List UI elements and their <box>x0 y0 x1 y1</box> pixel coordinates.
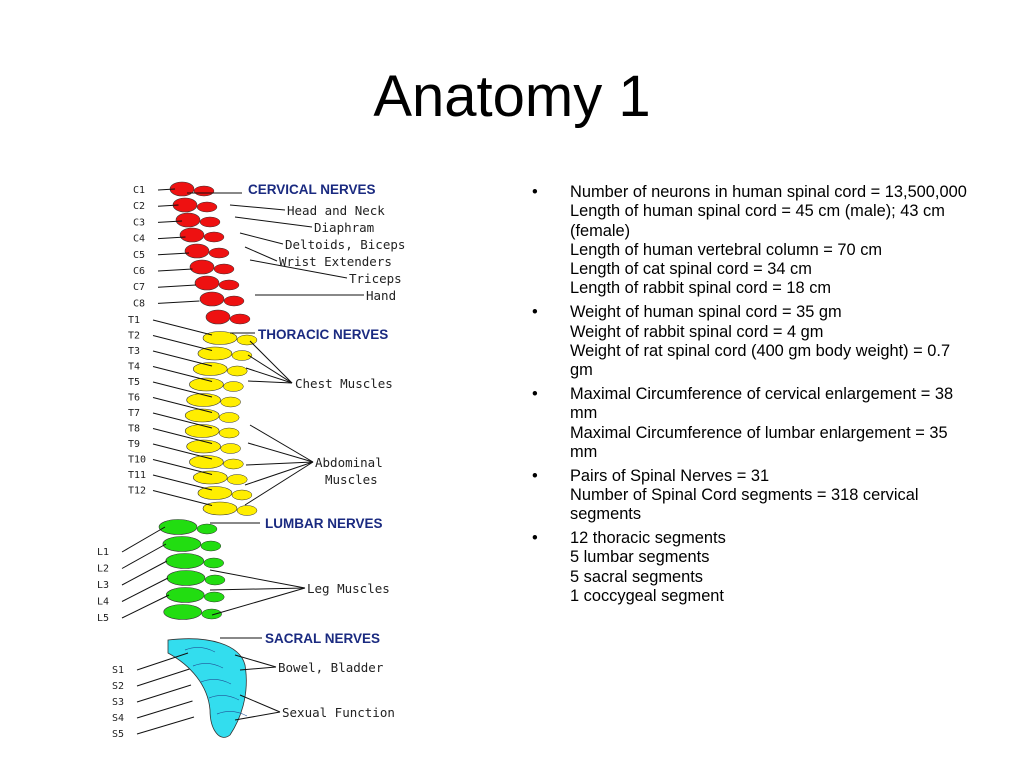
segment-label: L4 <box>97 597 109 608</box>
vertebra <box>186 393 241 408</box>
sacrum <box>167 638 247 738</box>
vertebra <box>175 212 221 228</box>
function-lines <box>209 204 364 721</box>
head-neck-label: Head and Neck <box>287 203 385 218</box>
diaphram-label: Diaphram <box>314 220 374 235</box>
fact-line: 5 sacral segments <box>570 567 704 586</box>
fact-line: Weight of human spinal cord = 35 gm <box>570 303 842 322</box>
segment-label: C5 <box>133 250 145 261</box>
vertebra <box>199 291 245 307</box>
segment-label: T10 <box>128 455 146 466</box>
fact-line: Length of human vertebral column = 70 cm <box>570 240 883 259</box>
segment-label: S2 <box>112 681 124 692</box>
segment-label: L2 <box>97 564 109 575</box>
segment-label: T8 <box>128 424 140 435</box>
segment-label: T4 <box>128 362 140 373</box>
fact-line: 1 coccygeal segment <box>570 586 724 605</box>
vertebra <box>162 536 222 552</box>
bowel-bladder-label: Bowel, Bladder <box>278 660 384 675</box>
fact-line: Number of Spinal Cord segments = 318 cer… <box>570 485 919 524</box>
fact-line: Maximal Circumference of cervical enlarg… <box>570 384 954 423</box>
vertebra <box>158 519 218 535</box>
segment-label: C4 <box>133 234 145 245</box>
fact-line: Pairs of Spinal Nerves = 31 <box>570 466 770 485</box>
muscles-label: Muscles <box>325 472 378 487</box>
sacral-nerves-label: SACRAL NERVES <box>265 631 380 646</box>
vertebra <box>172 197 218 213</box>
segment-label: S4 <box>112 713 124 724</box>
segment-label: C6 <box>133 266 145 277</box>
fact-line: Length of cat spinal cord = 34 cm <box>570 260 812 279</box>
vertebra <box>189 259 235 275</box>
vertebra <box>189 377 244 392</box>
vertebra <box>189 455 244 470</box>
vertebra <box>197 346 253 361</box>
segment-label: C3 <box>133 217 145 228</box>
vertebra <box>184 243 230 259</box>
fact-bullet: Number of neurons in human spinal cord =… <box>532 183 972 299</box>
fact-line: 12 thoracic segments <box>570 529 726 548</box>
slide-title: Anatomy 1 <box>373 64 651 129</box>
vertebra <box>166 570 226 586</box>
vertebra <box>186 439 241 454</box>
vertebra <box>179 227 225 243</box>
deltoids-biceps-label: Deltoids, Biceps <box>285 237 405 252</box>
segment-label: L5 <box>97 613 109 624</box>
fact-line: Weight of rat spinal cord (400 gm body w… <box>570 341 951 380</box>
vertebra <box>192 470 248 485</box>
segment-label: T2 <box>128 331 140 342</box>
fact-bullet: Maximal Circumference of cervical enlarg… <box>532 385 972 462</box>
segment-label: L3 <box>97 580 109 591</box>
wrist-extenders-label: Wrist Extenders <box>279 254 392 269</box>
vertebra <box>197 486 253 501</box>
segment-label: C2 <box>133 201 145 212</box>
fact-line: Length of human spinal cord = 45 cm (mal… <box>570 202 945 240</box>
leg-muscles-label: Leg Muscles <box>307 581 390 596</box>
vertebra <box>205 309 251 325</box>
sexual-function-label: Sexual Function <box>282 705 395 720</box>
triceps-label: Triceps <box>349 271 402 286</box>
vertebra <box>165 587 225 603</box>
chest-muscles-label: Chest Muscles <box>295 376 393 391</box>
vertebra <box>194 275 240 291</box>
segment-label: S3 <box>112 697 124 708</box>
segment-label: T9 <box>128 439 140 450</box>
thoracic-nerves-label: THORACIC NERVES <box>258 327 388 342</box>
vertebra <box>163 604 222 620</box>
segment-label: T1 <box>128 315 140 326</box>
hand-label: Hand <box>366 288 396 303</box>
segment-label: S1 <box>112 665 124 676</box>
fact-bullet: Weight of human spinal cord = 35 gmWeigh… <box>532 303 972 380</box>
fact-line: Weight of rabbit spinal cord = 4 gm <box>570 322 824 341</box>
facts-list: Number of neurons in human spinal cord =… <box>532 183 972 611</box>
fact-line: Maximal Circumference of lumbar enlargem… <box>570 423 948 461</box>
lumbar-nerves-label: LUMBAR NERVES <box>265 516 383 531</box>
spinal-nerves-diagram: C1C2C3C4C5C6C7C8T1T2T3T4T5T6T7T8T9T10T11… <box>70 175 430 745</box>
segment-label: C7 <box>133 282 145 293</box>
vertebrae <box>158 181 258 738</box>
segment-label: T12 <box>128 486 146 497</box>
vertebra <box>192 362 248 377</box>
cervical-nerves-label: CERVICAL NERVES <box>248 182 376 197</box>
vertebra <box>165 553 225 569</box>
segment-label: C1 <box>133 185 145 196</box>
fact-line: 5 lumbar segments <box>570 548 710 567</box>
segment-label: S5 <box>112 729 124 740</box>
fact-line: Number of neurons in human spinal cord =… <box>570 183 967 201</box>
segment-label: T6 <box>128 393 140 404</box>
segment-label: T5 <box>128 377 140 388</box>
abdominal-label: Abdominal <box>315 455 383 470</box>
segment-label: T7 <box>128 408 140 419</box>
segment-label: L1 <box>97 547 109 558</box>
segment-label: C8 <box>133 298 145 309</box>
segment-label: T3 <box>128 346 140 357</box>
fact-line: Length of rabbit spinal cord = 18 cm <box>570 279 832 298</box>
segment-labels: C1C2C3C4C5C6C7C8T1T2T3T4T5T6T7T8T9T10T11… <box>97 185 213 740</box>
segment-label: T11 <box>128 470 146 481</box>
